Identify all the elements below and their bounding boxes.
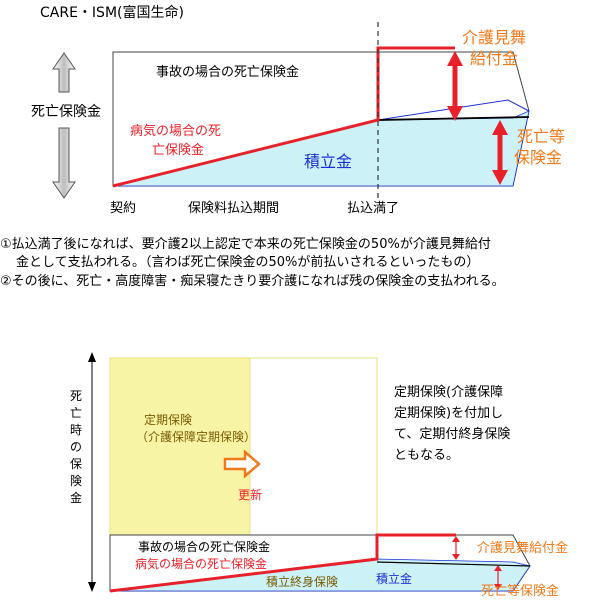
bottom-death-etc-arrow bbox=[494, 565, 502, 590]
svg-text:険: 険 bbox=[70, 474, 82, 488]
bottom-illness-line bbox=[109, 533, 456, 593]
illness-death-line bbox=[112, 46, 455, 188]
side-text-line: て、定期付終身保険 bbox=[394, 427, 511, 442]
bottom-accident-death-label: 事故の場合の死亡保険金 bbox=[138, 539, 270, 554]
renewal-label: 更新 bbox=[238, 487, 262, 502]
svg-text:金: 金 bbox=[70, 490, 82, 505]
accident-death-label: 事故の場合の死亡保険金 bbox=[156, 64, 299, 80]
axis-down-arrow-icon bbox=[52, 127, 76, 199]
bottom-death-etc-label: 死亡等保険金 bbox=[481, 583, 559, 599]
bottom-reserve-label: 積立金 bbox=[376, 571, 412, 586]
illness-death-label-1: 病気の場合の死 bbox=[130, 123, 221, 139]
axis-up-arrow-icon bbox=[52, 52, 76, 93]
illness-death-label-2: 亡保険金 bbox=[152, 142, 204, 158]
side-explanation: 定期保険(介護保障 定期保険)を付加し て、定期付終身保険 ともなる。 bbox=[394, 382, 510, 466]
reserve-label: 積立金 bbox=[304, 152, 352, 171]
page-title: CARE・ISM(富国生命) bbox=[40, 4, 184, 21]
bottom-care-arrow bbox=[452, 536, 460, 560]
bottom-axis-label: 死 亡 時 の 保 険 金 bbox=[70, 389, 82, 505]
reserve-whole-life-label: 積立終身保険 bbox=[266, 574, 338, 589]
svg-text:亡: 亡 bbox=[70, 406, 82, 420]
premium-period-label: 保険料払込期間 bbox=[188, 201, 279, 216]
svg-text:の: の bbox=[70, 440, 82, 454]
svg-text:保: 保 bbox=[70, 457, 82, 471]
note-1-line-2: 金として支払われる。（言わば死亡保険金の50%が前払いされるといったもの） bbox=[16, 255, 480, 270]
side-text-line: 定期保険(介護保障 bbox=[394, 385, 504, 400]
term-insurance-box bbox=[109, 357, 251, 536]
side-text-line: ともなる。 bbox=[394, 448, 460, 463]
svg-text:死: 死 bbox=[70, 389, 82, 403]
term-insurance-sub-label: （介護保障定期保険） bbox=[136, 429, 256, 444]
care-benefit-label-2: 給付金 bbox=[470, 49, 518, 68]
care-benefit-label-1: 介護見舞 bbox=[462, 28, 526, 47]
term-insurance-label: 定期保険 bbox=[144, 412, 192, 427]
bottom-remaining-line bbox=[376, 561, 531, 567]
bottom-illness-death-label: 病気の場合の死亡保険金 bbox=[135, 556, 267, 571]
side-text-line: 定期保険)を付加し bbox=[394, 406, 504, 421]
contract-label: 契約 bbox=[110, 201, 136, 216]
paid-up-label: 払込満了 bbox=[347, 201, 399, 216]
renewed-term-box bbox=[249, 357, 378, 536]
svg-text:時: 時 bbox=[70, 423, 82, 437]
death-etc-label-2: 保険金 bbox=[514, 148, 562, 167]
bottom-care-benefit-label: 介護見舞給付金 bbox=[477, 540, 568, 556]
axis-bottom-arrowhead-icon bbox=[88, 582, 96, 592]
axis-top-arrowhead-icon bbox=[88, 352, 96, 362]
note-1-line-1: ①払込満了後になれば、要介護2以上認定で本来の死亡保険金の50%が介護見舞給付 bbox=[0, 237, 491, 252]
note-2: ②その後に、死亡・高度障害・痴呆寝たきり要介護になれば残の保険金の支払われる。 bbox=[0, 274, 505, 289]
death-benefit-axis-label: 死亡保険金 bbox=[31, 104, 101, 120]
remaining-benefit-line bbox=[377, 116, 530, 121]
reserve-growth-line bbox=[377, 99, 530, 121]
death-etc-arrow bbox=[492, 120, 508, 185]
renewal-arrow-icon bbox=[223, 449, 261, 479]
care-benefit-arrow bbox=[447, 51, 463, 121]
death-etc-label-1: 死亡等 bbox=[517, 127, 565, 146]
